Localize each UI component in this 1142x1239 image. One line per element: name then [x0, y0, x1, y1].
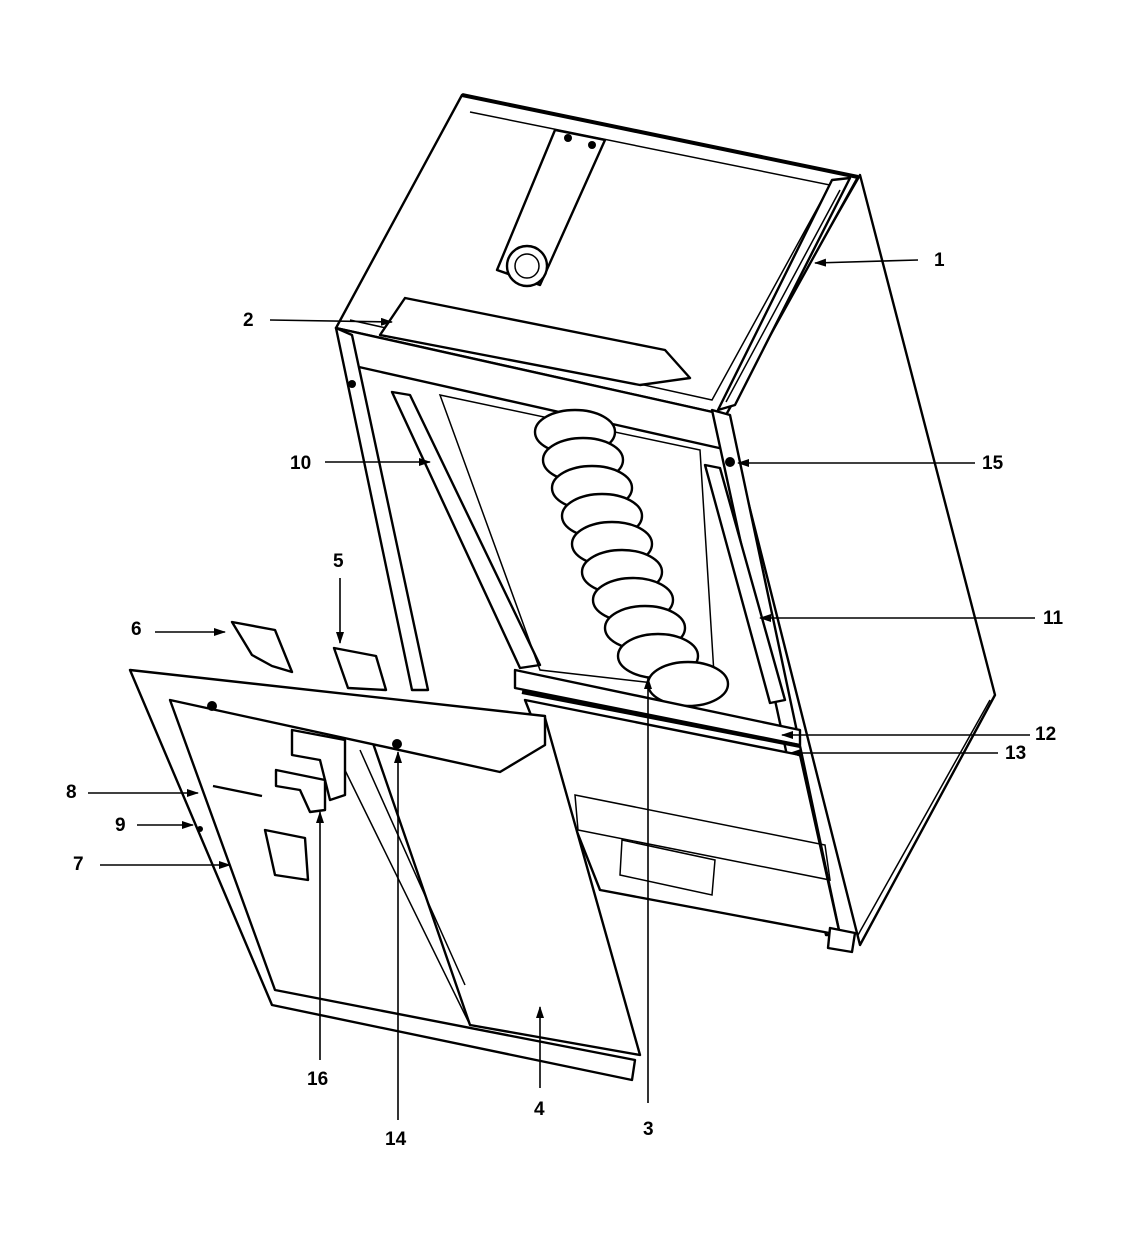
callout-5: 5	[333, 551, 344, 572]
callout-13: 13	[1005, 743, 1026, 764]
callout-8: 8	[66, 782, 77, 803]
auger-drive-ring	[505, 244, 549, 288]
callout-15: 15	[982, 453, 1004, 474]
callout-11: 11	[1043, 608, 1064, 629]
auger-screw	[533, 408, 730, 708]
callout-12: 12	[1035, 724, 1056, 745]
door-plate	[263, 828, 310, 882]
deflector-plate	[378, 296, 692, 387]
left-vertical-post	[334, 326, 430, 692]
callout-16: 16	[307, 1069, 328, 1090]
bracket-5	[332, 646, 388, 692]
callout-4: 4	[534, 1099, 545, 1120]
rod-8	[212, 784, 263, 798]
latch-clip-16	[290, 728, 347, 802]
callout-7: 7	[73, 854, 84, 875]
callout-leaders	[88, 258, 1035, 1120]
foot-bracket	[826, 926, 857, 954]
right-auger-rail	[703, 463, 787, 705]
front-door-panel-7	[128, 668, 637, 1082]
latch-hook	[274, 768, 327, 814]
callout-1: 1	[934, 250, 945, 271]
callout-labels: 1 2 3 4 5 6 7 8 9 10 11 12 13 14 15 16	[66, 250, 1064, 1150]
bracket-6	[230, 620, 294, 674]
leader-2	[269, 317, 393, 326]
callout-3: 3	[643, 1119, 654, 1140]
callout-10: 10	[290, 453, 311, 474]
leader-1	[814, 258, 919, 267]
callout-14: 14	[385, 1129, 407, 1150]
callout-9: 9	[115, 815, 126, 836]
callout-6: 6	[131, 619, 142, 640]
callout-2: 2	[243, 310, 254, 331]
